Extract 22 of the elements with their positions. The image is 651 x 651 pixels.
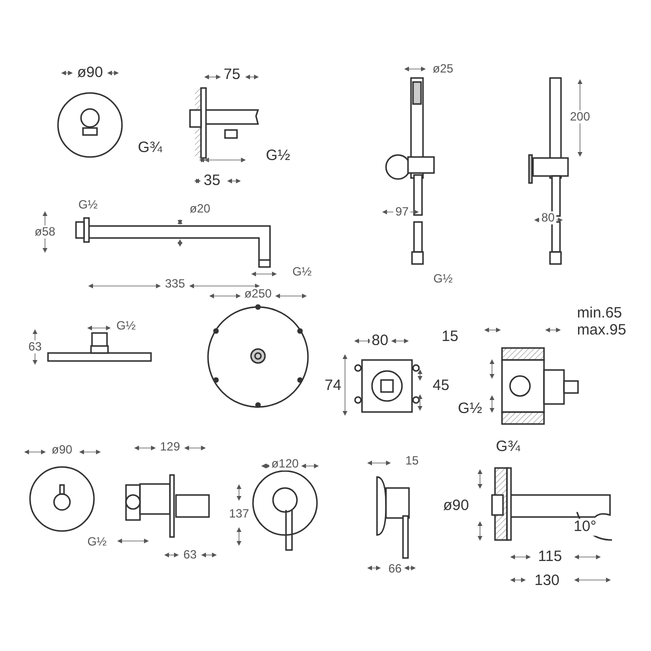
thread-size-label: G½ [85, 535, 109, 549]
dimension-label: 66 [386, 562, 404, 576]
dimension-label: 63 [181, 548, 199, 562]
angle-label: 10° [572, 518, 598, 536]
dimension-label: 335 [162, 277, 188, 291]
thread-size-label: G½ [114, 319, 138, 333]
dimension-label: ø250 [242, 287, 274, 301]
dimension-label: ø20 [188, 202, 212, 216]
dimension-label: 137 [226, 507, 252, 521]
dimension-label: 80 [539, 211, 557, 225]
dimension-label: 15 [403, 454, 421, 468]
thread-size-label: G½ [431, 272, 455, 286]
dimension-label: ø25 [430, 62, 456, 76]
thread-size-label: G½ [76, 198, 100, 212]
dimension-label: 200 [568, 110, 592, 124]
dimension-label: 129 [158, 440, 182, 454]
dimension-label: ø58 [32, 225, 58, 239]
dimension-label: 63 [26, 340, 44, 354]
dimension-label: ø120 [269, 457, 301, 471]
dimension-label: ø90 [50, 443, 74, 457]
thread-size-label: G½ [290, 265, 314, 279]
dimension-label: 97 [393, 205, 411, 219]
